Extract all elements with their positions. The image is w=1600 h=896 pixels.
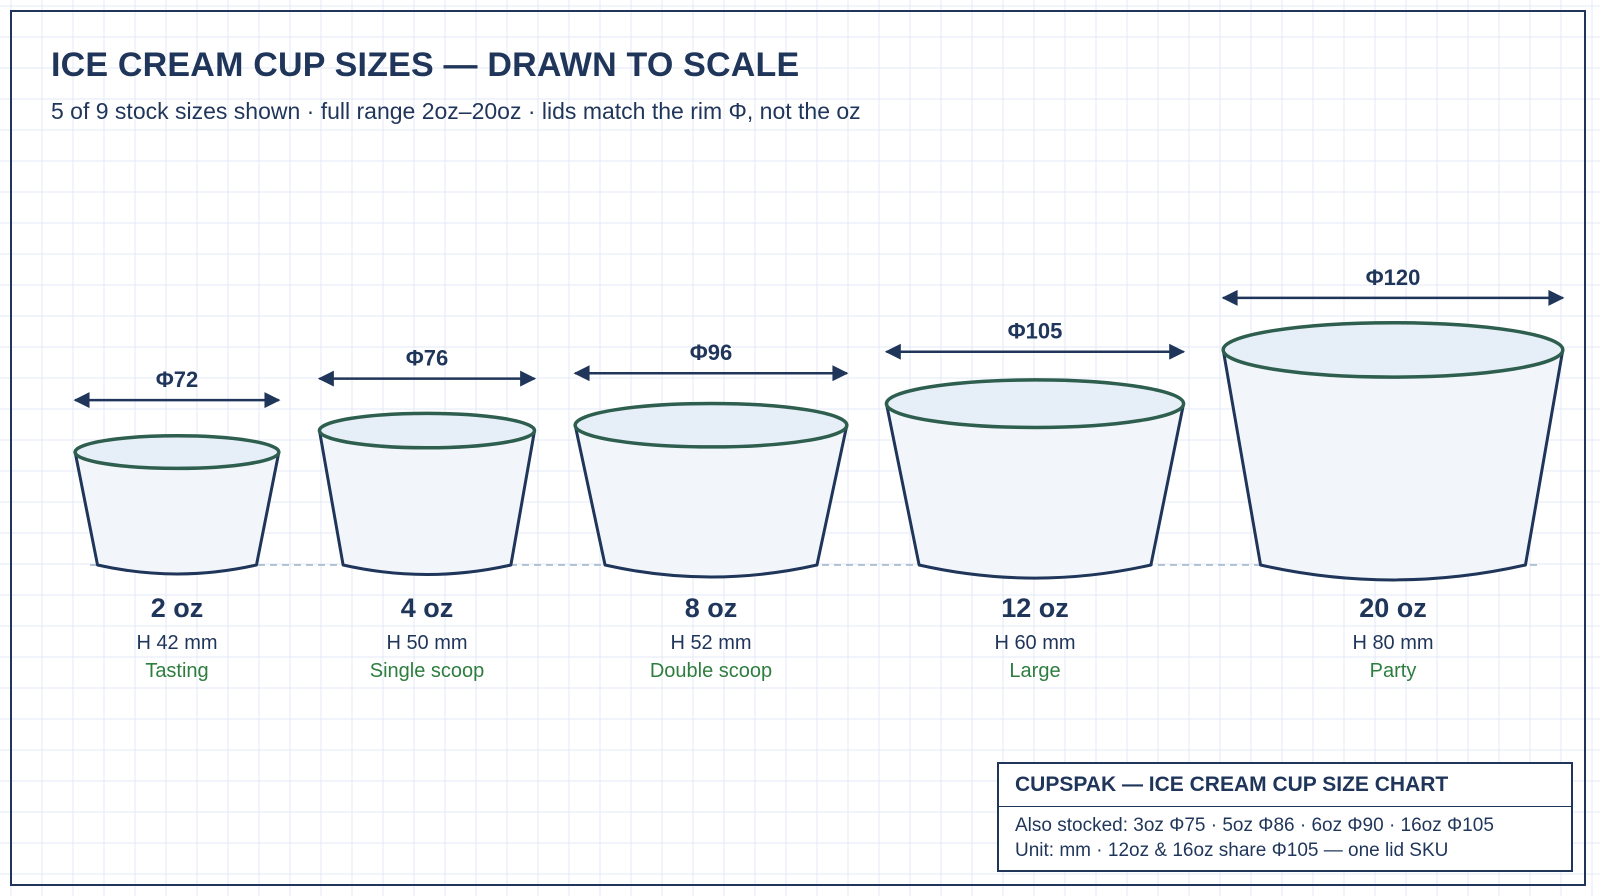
- diameter-label: Φ72: [156, 367, 199, 392]
- use-label: Single scoop: [370, 660, 485, 682]
- title-block-heading: CUPSPAK — ICE CREAM CUP SIZE CHART: [999, 764, 1571, 807]
- cup-rim: [317, 411, 537, 450]
- size-label: 12 oz: [1001, 593, 1069, 623]
- height-label: H 60 mm: [994, 632, 1075, 654]
- title-block-unit-note: Unit: mm · 12oz & 16oz share Φ105 — one …: [1015, 840, 1449, 861]
- height-label: H 52 mm: [670, 632, 751, 654]
- cup-body: [317, 429, 537, 576]
- diameter-label: Φ96: [690, 340, 733, 365]
- cup-body: [73, 450, 281, 576]
- cup-8oz: Φ96 8 oz H 52 mm Double scoop: [573, 340, 849, 682]
- cup-12oz: Φ105 12 oz H 60 mm Large: [884, 319, 1186, 682]
- use-label: Large: [1009, 660, 1060, 682]
- height-label: H 42 mm: [136, 632, 217, 654]
- title-block-stock-note: Also stocked: 3oz Φ75 · 5oz Φ86 · 6oz Φ9…: [1015, 815, 1494, 836]
- diameter-label: Φ105: [1008, 319, 1063, 344]
- size-label: 8 oz: [685, 593, 738, 623]
- cup-rim: [73, 434, 281, 471]
- cup-body: [1221, 348, 1565, 582]
- page-subtitle: 5 of 9 stock sizes shown · full range 2o…: [51, 98, 861, 124]
- cup-rim: [573, 401, 849, 449]
- cup-rim: [1221, 321, 1565, 379]
- height-label: H 50 mm: [386, 632, 467, 654]
- diameter-label: Φ120: [1366, 265, 1421, 290]
- cup-body: [573, 423, 849, 579]
- use-label: Party: [1370, 660, 1417, 682]
- drawing-frame: [10, 10, 1586, 886]
- size-label: 2 oz: [151, 593, 204, 623]
- use-label: Tasting: [145, 660, 208, 682]
- diameter-label: Φ76: [406, 346, 449, 371]
- cup-rim: [884, 378, 1186, 430]
- cup-body: [884, 402, 1186, 580]
- cup-2oz: Φ72 2 oz H 42 mm Tasting: [73, 367, 281, 682]
- cup-20oz: Φ120 20 oz H 80 mm Party: [1221, 265, 1565, 682]
- size-label: 4 oz: [401, 593, 454, 623]
- cup-4oz: Φ76 4 oz H 50 mm Single scoop: [317, 346, 537, 682]
- size-label: 20 oz: [1359, 593, 1427, 623]
- height-label: H 80 mm: [1352, 632, 1433, 654]
- title-block: CUPSPAK — ICE CREAM CUP SIZE CHART Also …: [997, 762, 1573, 872]
- use-label: Double scoop: [650, 660, 772, 682]
- page-title: ICE CREAM CUP SIZES — DRAWN TO SCALE: [51, 46, 800, 84]
